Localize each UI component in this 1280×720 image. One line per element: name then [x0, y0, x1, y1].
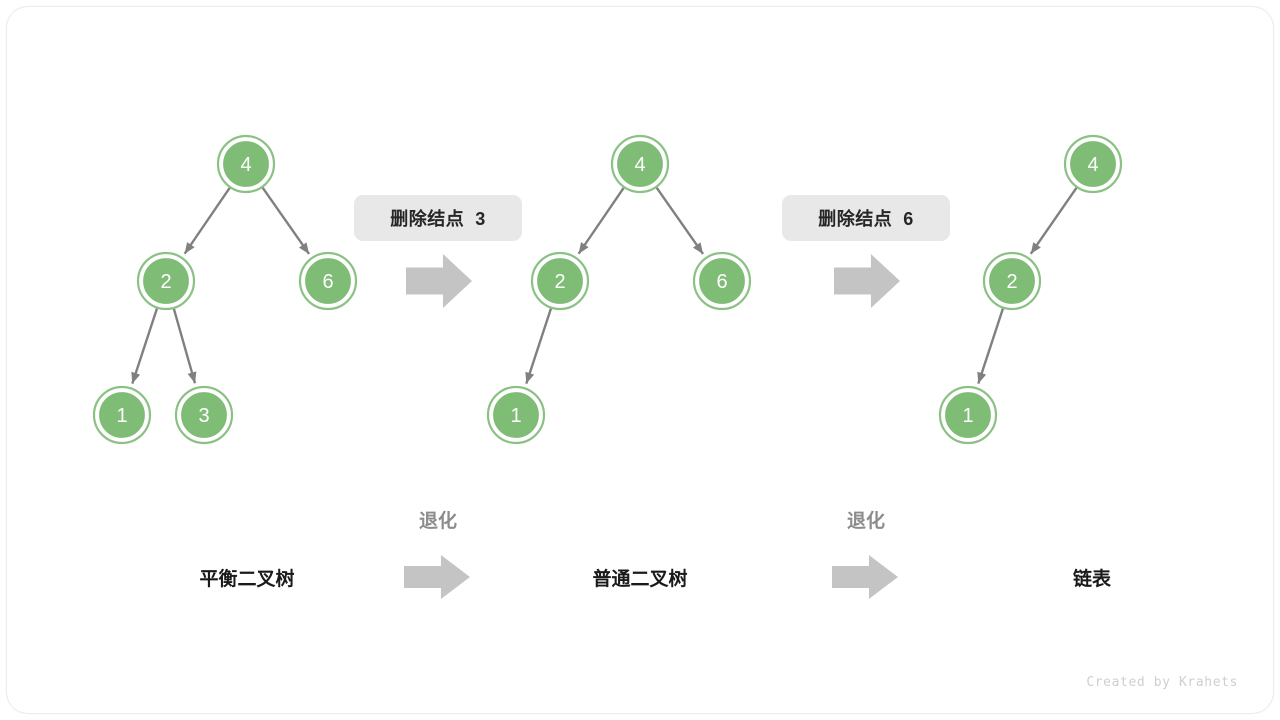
- credit-text: Created by Krahets: [1086, 675, 1238, 690]
- operation-box-delete-6: 删除结点 6: [782, 195, 950, 241]
- operation-box-delete-3: 删除结点 3: [354, 195, 522, 241]
- stage-label-balanced-tree: 平衡二叉树: [199, 569, 295, 590]
- stage-label-ordinary-tree: 普通二叉树: [592, 569, 688, 590]
- figure-card: [6, 6, 1274, 714]
- degrade-label-1: 退化: [418, 511, 458, 532]
- stage-label-linked-list: 链表: [1072, 569, 1112, 590]
- operation-label: 删除结点 3: [390, 209, 486, 229]
- degrade-label-2: 退化: [846, 511, 886, 532]
- operation-label: 删除结点 6: [818, 209, 914, 229]
